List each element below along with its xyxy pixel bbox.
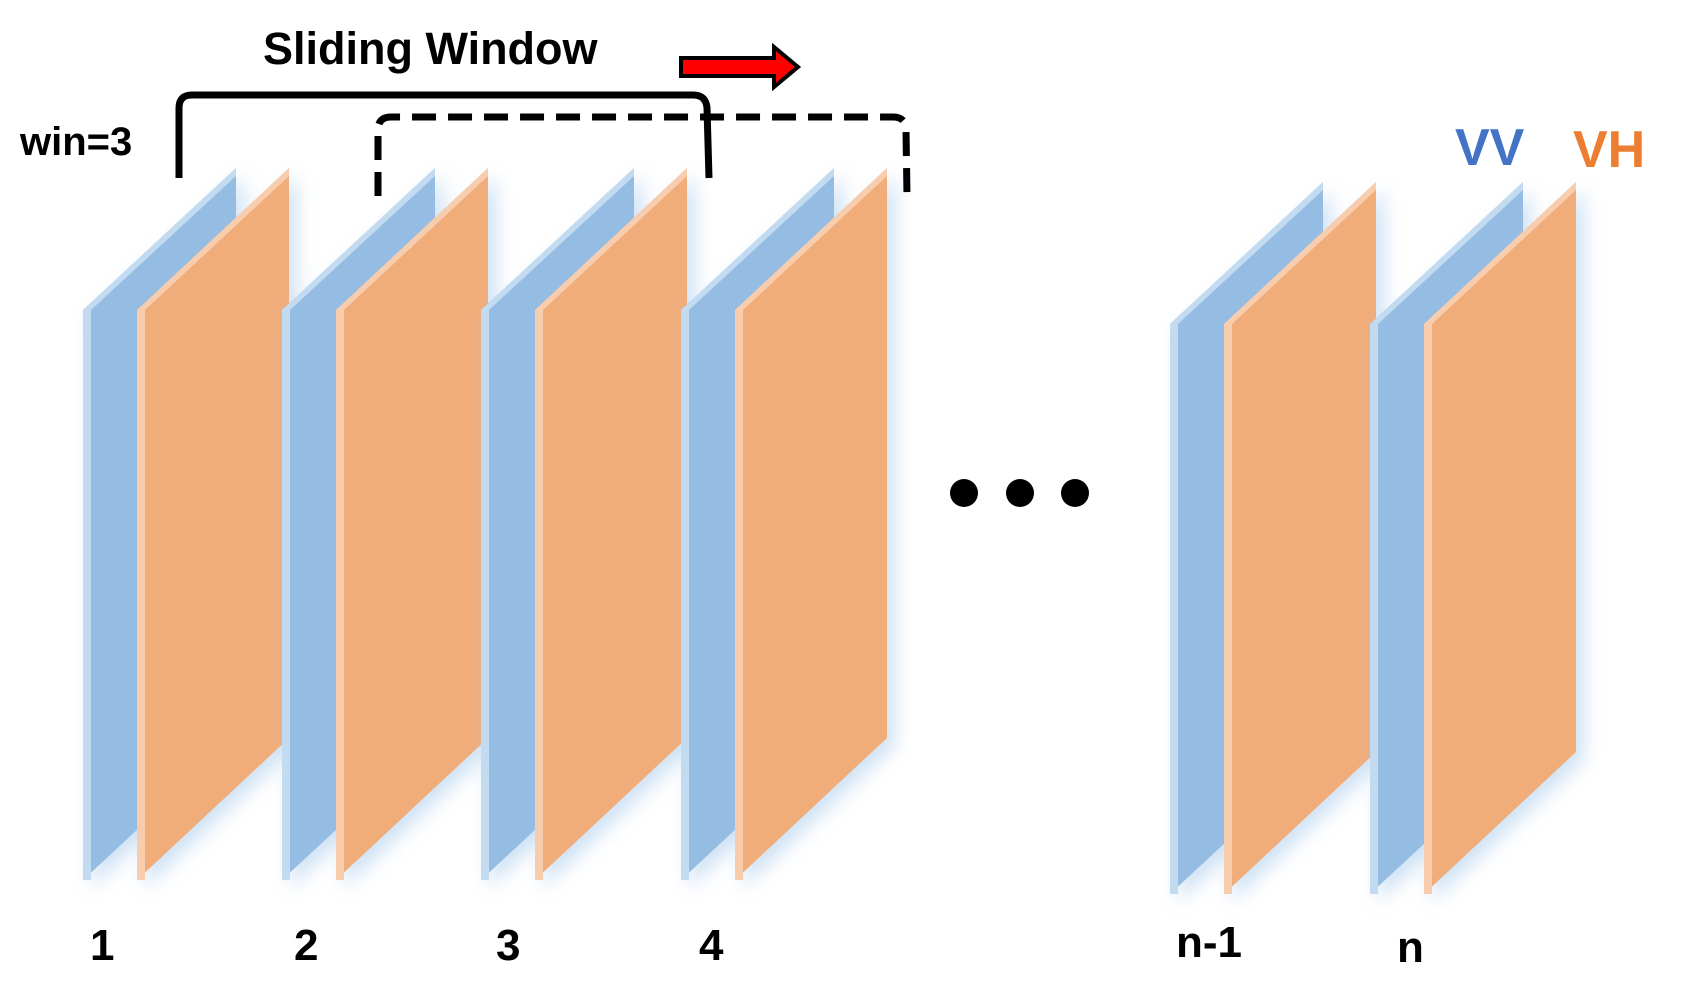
next-window-bracket (374, 113, 911, 197)
frame-label-1: 1 (90, 921, 115, 970)
vh-panel (535, 168, 687, 880)
frame-label-n: n (1397, 923, 1424, 972)
legend-vh: VH (1573, 121, 1646, 179)
frame-label-4: 4 (699, 921, 724, 970)
vh-panel (336, 168, 488, 880)
legend-vv: VV (1455, 119, 1525, 177)
vh-panel (1424, 182, 1576, 894)
frame-4 (681, 168, 895, 888)
window-size-label: win=3 (20, 120, 133, 164)
frame-1 (83, 168, 297, 888)
slide-direction-arrow-icon (679, 42, 802, 92)
frame-n (1370, 182, 1584, 902)
frame-n-minus-1 (1170, 182, 1384, 902)
vh-panel (137, 168, 289, 880)
current-window-bracket (175, 91, 713, 179)
ellipsis-dots (950, 479, 1089, 507)
vh-panel (1224, 182, 1376, 894)
frame-3 (481, 168, 695, 888)
frame-2 (282, 168, 496, 888)
frame-label-2: 2 (294, 921, 319, 970)
frame-label-3: 3 (496, 921, 521, 970)
frame-label-n-minus-1: n-1 (1176, 918, 1242, 967)
diagram-title: Sliding Window (263, 23, 598, 74)
vh-panel (735, 168, 887, 880)
